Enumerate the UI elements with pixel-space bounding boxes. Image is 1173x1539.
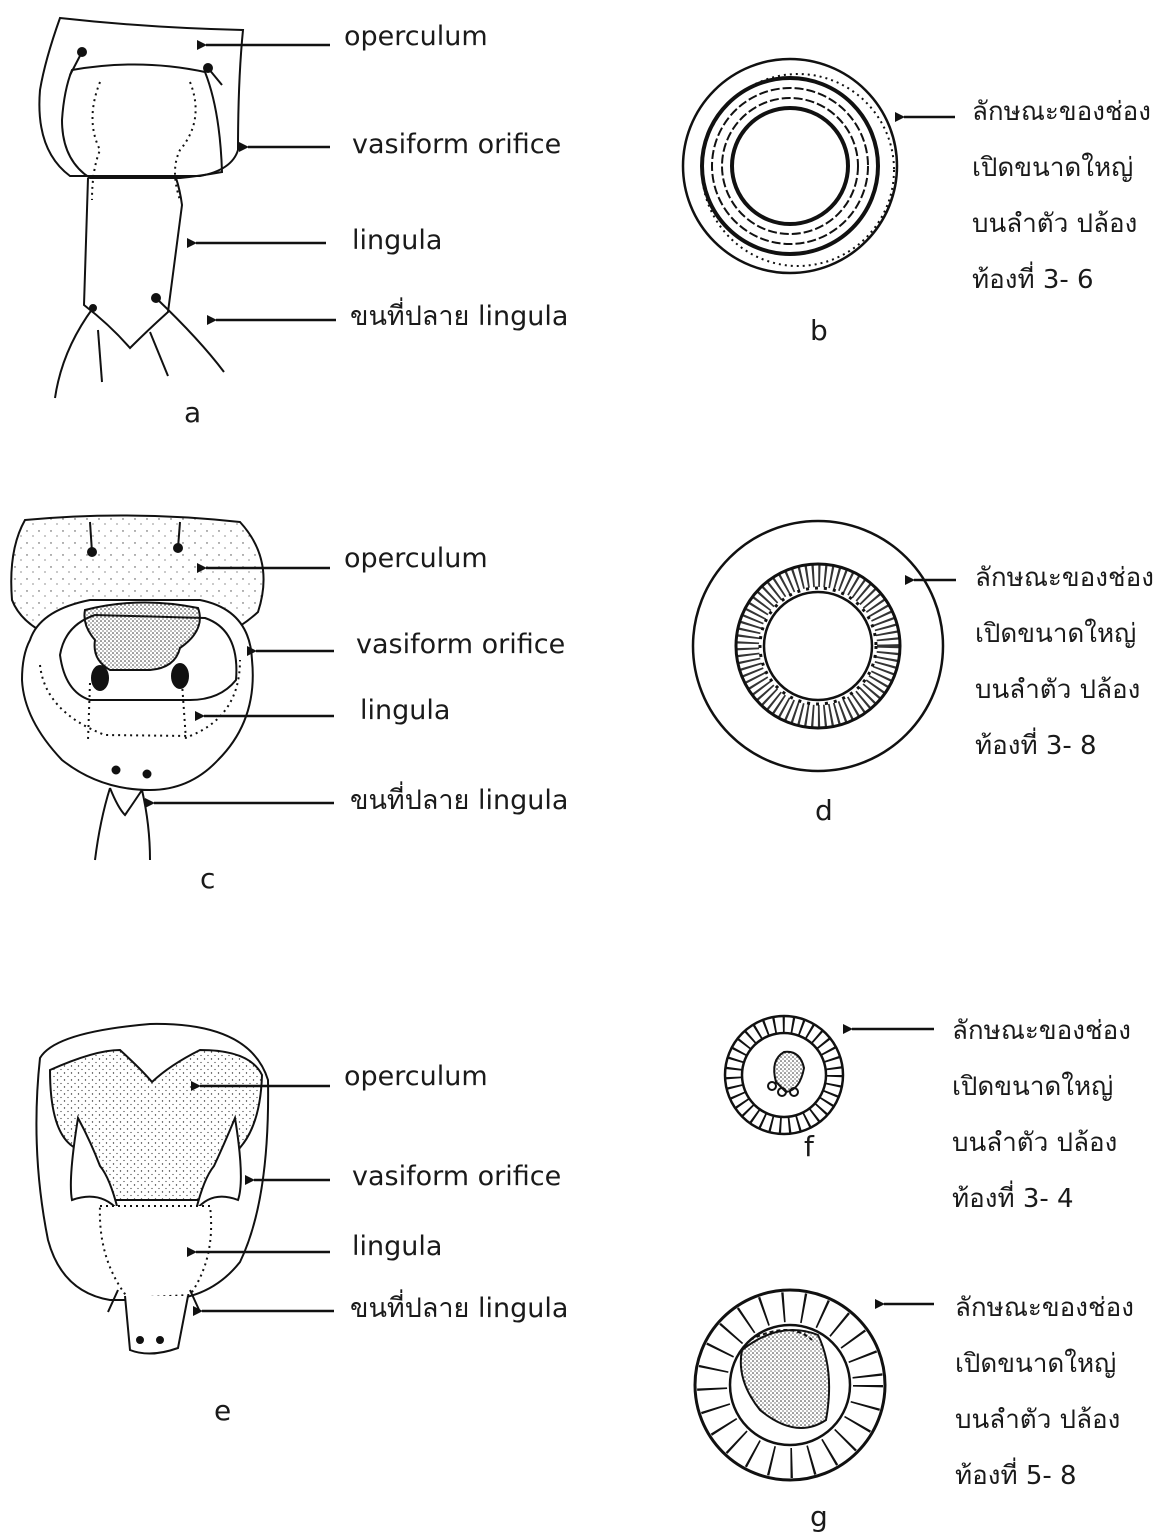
label-e-vasiform-orifice: vasiform orifice — [352, 1160, 561, 1194]
label-c-operculum: operculum — [344, 542, 488, 576]
caption-f-line: ท้องที่ 3- 4 — [952, 1171, 1131, 1227]
figure-a-drawing — [39, 18, 243, 398]
caption-g-line: ท้องที่ 5- 8 — [955, 1448, 1134, 1504]
caption-b-line: ท้องที่ 3- 6 — [972, 252, 1151, 308]
figure-letter-f: f — [804, 1130, 814, 1164]
figure-b-drawing — [683, 59, 897, 273]
caption-d-line: เปิดขนาดใหญ่ — [975, 606, 1154, 662]
label-a-seta: ขนที่ปลาย lingula — [350, 300, 568, 334]
figure-d-drawing — [693, 521, 943, 771]
figure-e-drawing — [36, 1024, 268, 1354]
label-e-seta: ขนที่ปลาย lingula — [350, 1292, 568, 1326]
caption-f-line: บนลำตัว ปล้อง — [952, 1115, 1131, 1171]
label-e-lingula: lingula — [352, 1230, 442, 1264]
label-e-operculum: operculum — [344, 1060, 488, 1094]
caption-b-line: เปิดขนาดใหญ่ — [972, 140, 1151, 196]
figure-letter-b: b — [810, 314, 828, 348]
label-a-vasiform-orifice: vasiform orifice — [352, 128, 561, 162]
figure-f-drawing — [725, 1016, 843, 1134]
label-a-operculum: operculum — [344, 20, 488, 54]
vasiform-orifice-a — [62, 64, 222, 178]
label-c-seta: ขนที่ปลาย lingula — [350, 784, 568, 818]
caption-d-line: ท้องที่ 3- 8 — [975, 718, 1154, 774]
caption-d: ลักษณะของช่อง เปิดขนาดใหญ่ บนลำตัว ปล้อง… — [975, 550, 1154, 774]
lingula-a — [84, 178, 182, 348]
caption-b: ลักษณะของช่อง เปิดขนาดใหญ่ บนลำตัว ปล้อง… — [972, 84, 1151, 308]
label-c-vasiform-orifice: vasiform orifice — [356, 628, 565, 662]
label-c-lingula: lingula — [360, 694, 450, 728]
figure-a-arrows — [196, 45, 336, 320]
figure-letter-c: c — [200, 862, 215, 896]
caption-d-line: บนลำตัว ปล้อง — [975, 662, 1154, 718]
figure-letter-g: g — [810, 1500, 828, 1534]
figure-letter-e: e — [214, 1394, 231, 1428]
label-a-lingula: lingula — [352, 224, 442, 258]
caption-g-line: เปิดขนาดใหญ่ — [955, 1336, 1134, 1392]
lingula-e — [100, 1206, 211, 1298]
caption-b-line: บนลำตัว ปล้อง — [972, 196, 1151, 252]
caption-f-line: เปิดขนาดใหญ่ — [952, 1059, 1131, 1115]
figure-letter-a: a — [184, 396, 201, 430]
caption-f: ลักษณะของช่อง เปิดขนาดใหญ่ บนลำตัว ปล้อง… — [952, 1003, 1131, 1227]
figure-g-drawing — [695, 1290, 885, 1480]
caption-f-line: ลักษณะของช่อง — [952, 1003, 1131, 1059]
figure-letter-d: d — [815, 794, 833, 828]
caption-d-line: ลักษณะของช่อง — [975, 550, 1154, 606]
caption-b-line: ลักษณะของช่อง — [972, 84, 1151, 140]
caption-g: ลักษณะของช่อง เปิดขนาดใหญ่ บนลำตัว ปล้อง… — [955, 1280, 1134, 1504]
caption-g-line: ลักษณะของช่อง — [955, 1280, 1134, 1336]
caption-g-line: บนลำตัว ปล้อง — [955, 1392, 1134, 1448]
